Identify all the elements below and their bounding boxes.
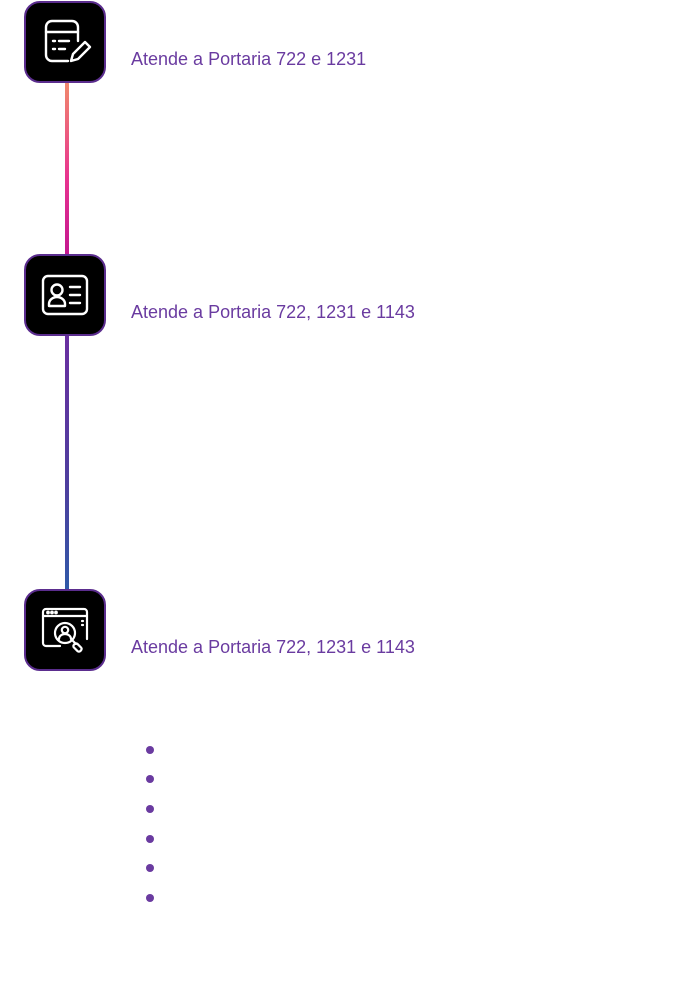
list-item xyxy=(146,853,166,883)
bullet-dot-icon xyxy=(146,834,154,843)
timeline-step-3-label: Atende a Portaria 722, 1231 e 1143 xyxy=(131,637,415,657)
list-item xyxy=(146,735,166,765)
document-edit-icon xyxy=(44,19,92,63)
list-item xyxy=(146,765,166,795)
bullet-dot-icon xyxy=(146,893,154,902)
list-item xyxy=(146,883,166,913)
timeline-step-2-icon-tile xyxy=(24,254,106,336)
timeline-connector-1 xyxy=(65,82,69,256)
timeline-step-3-icon-tile xyxy=(24,589,106,671)
id-card-icon xyxy=(41,274,89,316)
timeline-connector-2 xyxy=(65,334,69,592)
bullet-dot-icon xyxy=(146,864,154,873)
feature-bullet-list xyxy=(146,735,166,913)
browser-user-search-icon xyxy=(41,607,89,653)
bullet-dot-icon xyxy=(146,775,154,784)
bullet-dot-icon xyxy=(146,745,154,754)
list-item xyxy=(146,824,166,854)
bullet-dot-icon xyxy=(146,804,154,813)
timeline-step-1-label: Atende a Portaria 722 e 1231 xyxy=(131,49,367,69)
timeline-step-1-icon-tile xyxy=(24,1,106,83)
list-item xyxy=(146,794,166,824)
timeline-step-2-label: Atende a Portaria 722, 1231 e 1143 xyxy=(131,302,415,322)
